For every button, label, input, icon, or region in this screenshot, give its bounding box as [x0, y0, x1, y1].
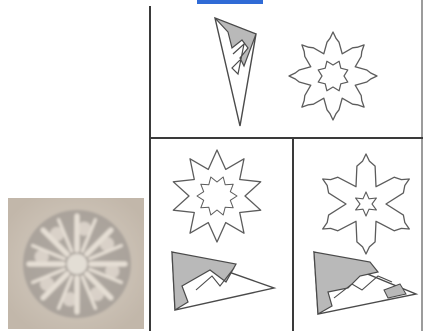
photo-cutout: [35, 250, 49, 264]
photo-cutout: [90, 287, 104, 301]
folded-cone-icon: [215, 18, 256, 126]
snowflake-top-icon: [289, 32, 377, 120]
link-underline-mark: [197, 0, 263, 4]
photo-cutout: [100, 237, 114, 251]
photo-cutout: [105, 264, 119, 278]
photo-cutout: [50, 227, 64, 241]
photo-cutout: [40, 277, 54, 291]
photo-cutout: [63, 292, 77, 306]
photo-snowflake-center: [67, 254, 87, 274]
photo-cutout: [77, 222, 91, 236]
snowflake-folding-diagram: [148, 0, 423, 331]
snowflake-bottom-left-icon: [173, 150, 260, 242]
snowflake-bottom-right-icon: [323, 154, 410, 254]
folded-triangle-left-icon: [172, 252, 274, 310]
paper-snowflake-photo: [8, 198, 144, 329]
folded-triangle-right-icon: [314, 252, 416, 314]
